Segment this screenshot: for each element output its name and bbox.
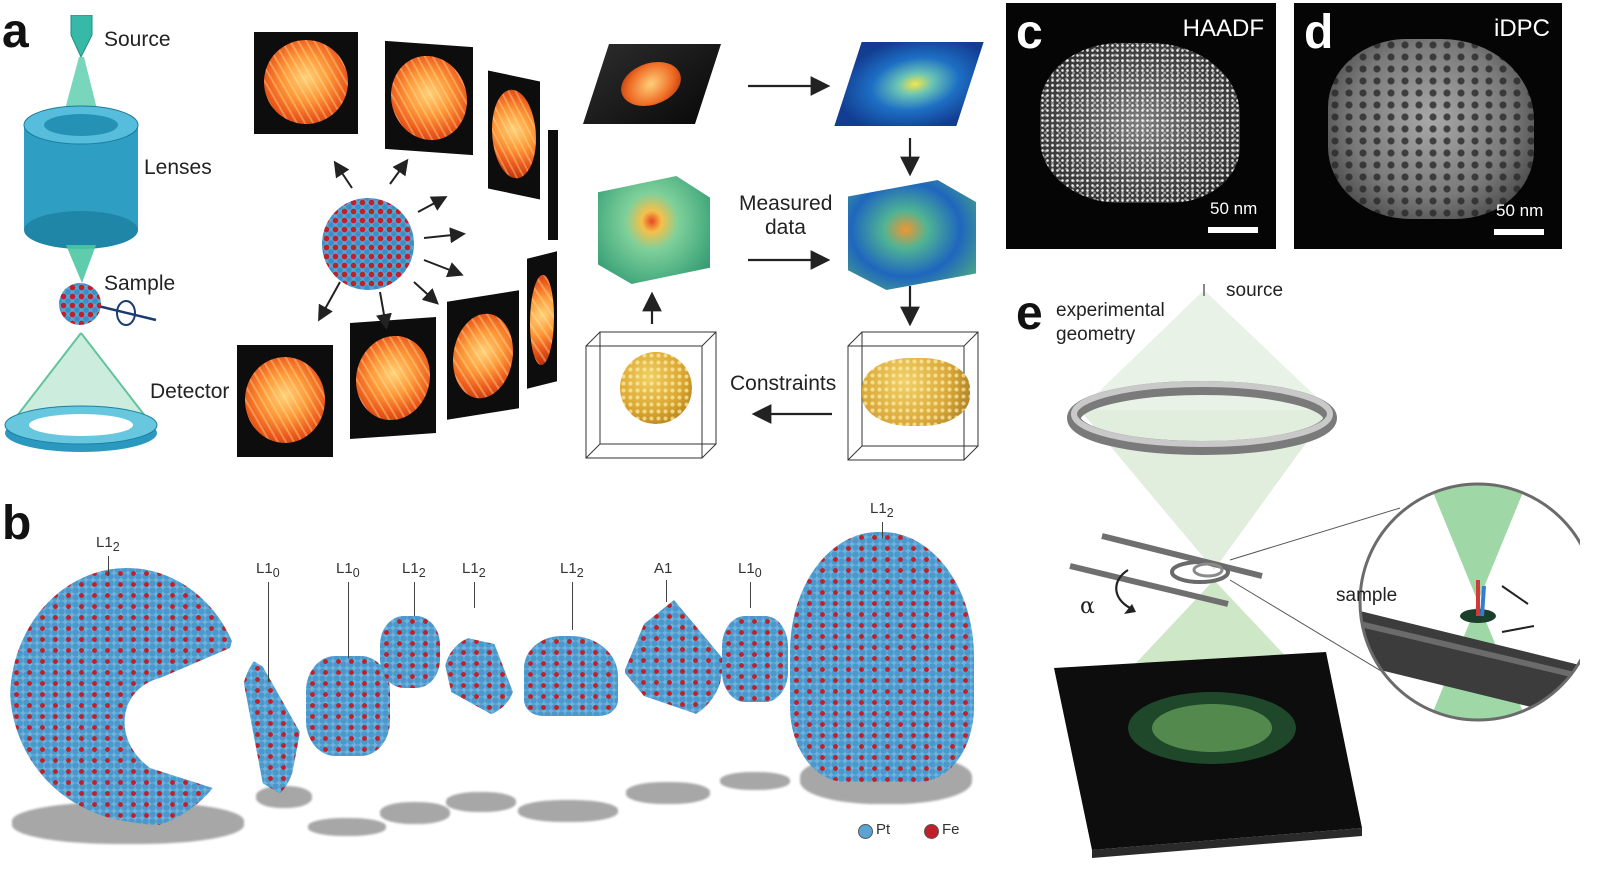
particle-6 xyxy=(524,636,618,716)
projection-image-4 xyxy=(548,130,558,240)
label-source: Source xyxy=(104,28,171,51)
phase-label-8: L10 xyxy=(738,560,762,580)
shadow-3 xyxy=(308,818,386,836)
phase-label-4: L12 xyxy=(402,560,426,580)
phase-label-6: L12 xyxy=(560,560,584,580)
experimental-geometry-diagram xyxy=(1054,284,1580,858)
projection-image-1 xyxy=(254,32,358,134)
particle-7 xyxy=(624,600,724,720)
panel-letter-d: d xyxy=(1304,6,1334,59)
sample-particle xyxy=(59,283,101,325)
panel-d-scale-label: 50 nm xyxy=(1496,201,1544,220)
shadow-8 xyxy=(720,772,790,790)
reconstruction-arrows xyxy=(585,76,979,461)
particle-3 xyxy=(306,656,390,756)
phase-label-5: L12 xyxy=(462,560,486,580)
panel-letter-a: a xyxy=(2,5,29,58)
legend-label-pt: Pt xyxy=(876,821,891,838)
label-geometry: geometry xyxy=(1056,324,1136,345)
shadow-6 xyxy=(518,800,618,822)
phase-label-1: L12 xyxy=(96,534,120,554)
label-detector: Detector xyxy=(150,380,230,403)
label-data: data xyxy=(765,216,806,239)
reconstructed-particle xyxy=(620,352,692,424)
label-measured: Measured xyxy=(739,192,833,215)
panel-c-scalebar xyxy=(1208,227,1258,233)
label-sample-e: sample xyxy=(1336,585,1398,606)
shadow-2 xyxy=(256,786,312,808)
projection-image-8 xyxy=(237,345,333,457)
legend-label-fe: Fe xyxy=(942,821,960,838)
label-lenses: Lenses xyxy=(144,156,212,179)
shadow-7 xyxy=(626,782,710,804)
label-constraints: Constraints xyxy=(730,372,837,395)
label-sample: Sample xyxy=(104,272,176,295)
panel-letter-c: c xyxy=(1016,6,1043,59)
label-source-e: source xyxy=(1226,280,1284,301)
panel-d-title: iDPC xyxy=(1493,15,1550,42)
panel-letter-e: e xyxy=(1016,287,1043,340)
particle-9 xyxy=(790,532,974,782)
particle-4 xyxy=(380,616,440,688)
phase-label-2: L10 xyxy=(256,560,280,580)
projection-image-2 xyxy=(385,40,473,156)
legend-dot-fe xyxy=(924,824,939,839)
panel-d-scalebar xyxy=(1494,229,1544,235)
label-alpha: α xyxy=(1080,594,1095,619)
particle-1 xyxy=(10,568,244,830)
shadow-5 xyxy=(446,792,516,812)
phase-label-3: L10 xyxy=(336,560,360,580)
panel-d-idpc-image: d iDPC 50 nm xyxy=(1294,3,1562,249)
panel-c-scale-label: 50 nm xyxy=(1210,199,1258,218)
source-tip-shape xyxy=(70,15,93,59)
central-nanoparticle xyxy=(322,198,414,290)
shadow-4 xyxy=(380,802,450,824)
projection-image-5 xyxy=(527,251,557,389)
particle-8 xyxy=(722,616,788,702)
label-experimental: experimental xyxy=(1056,300,1165,321)
noisy-reconstruction xyxy=(862,358,970,426)
phase-label-7: A1 xyxy=(654,560,673,577)
panel-c-haadf-image: c HAADF 50 nm xyxy=(1006,3,1276,249)
updated-fourier-stack xyxy=(848,180,976,290)
particle-2 xyxy=(238,652,300,798)
phase-label-9: L12 xyxy=(870,500,894,520)
radial-arrows xyxy=(318,158,466,330)
projection-image-3 xyxy=(488,70,540,200)
panel-c-title: HAADF xyxy=(1182,15,1264,42)
particle-5 xyxy=(444,636,516,716)
legend-dot-pt xyxy=(858,824,873,839)
microscope-schematic xyxy=(4,15,158,452)
panel-letter-b: b xyxy=(2,497,32,550)
measured-fourier-stack xyxy=(598,176,710,284)
